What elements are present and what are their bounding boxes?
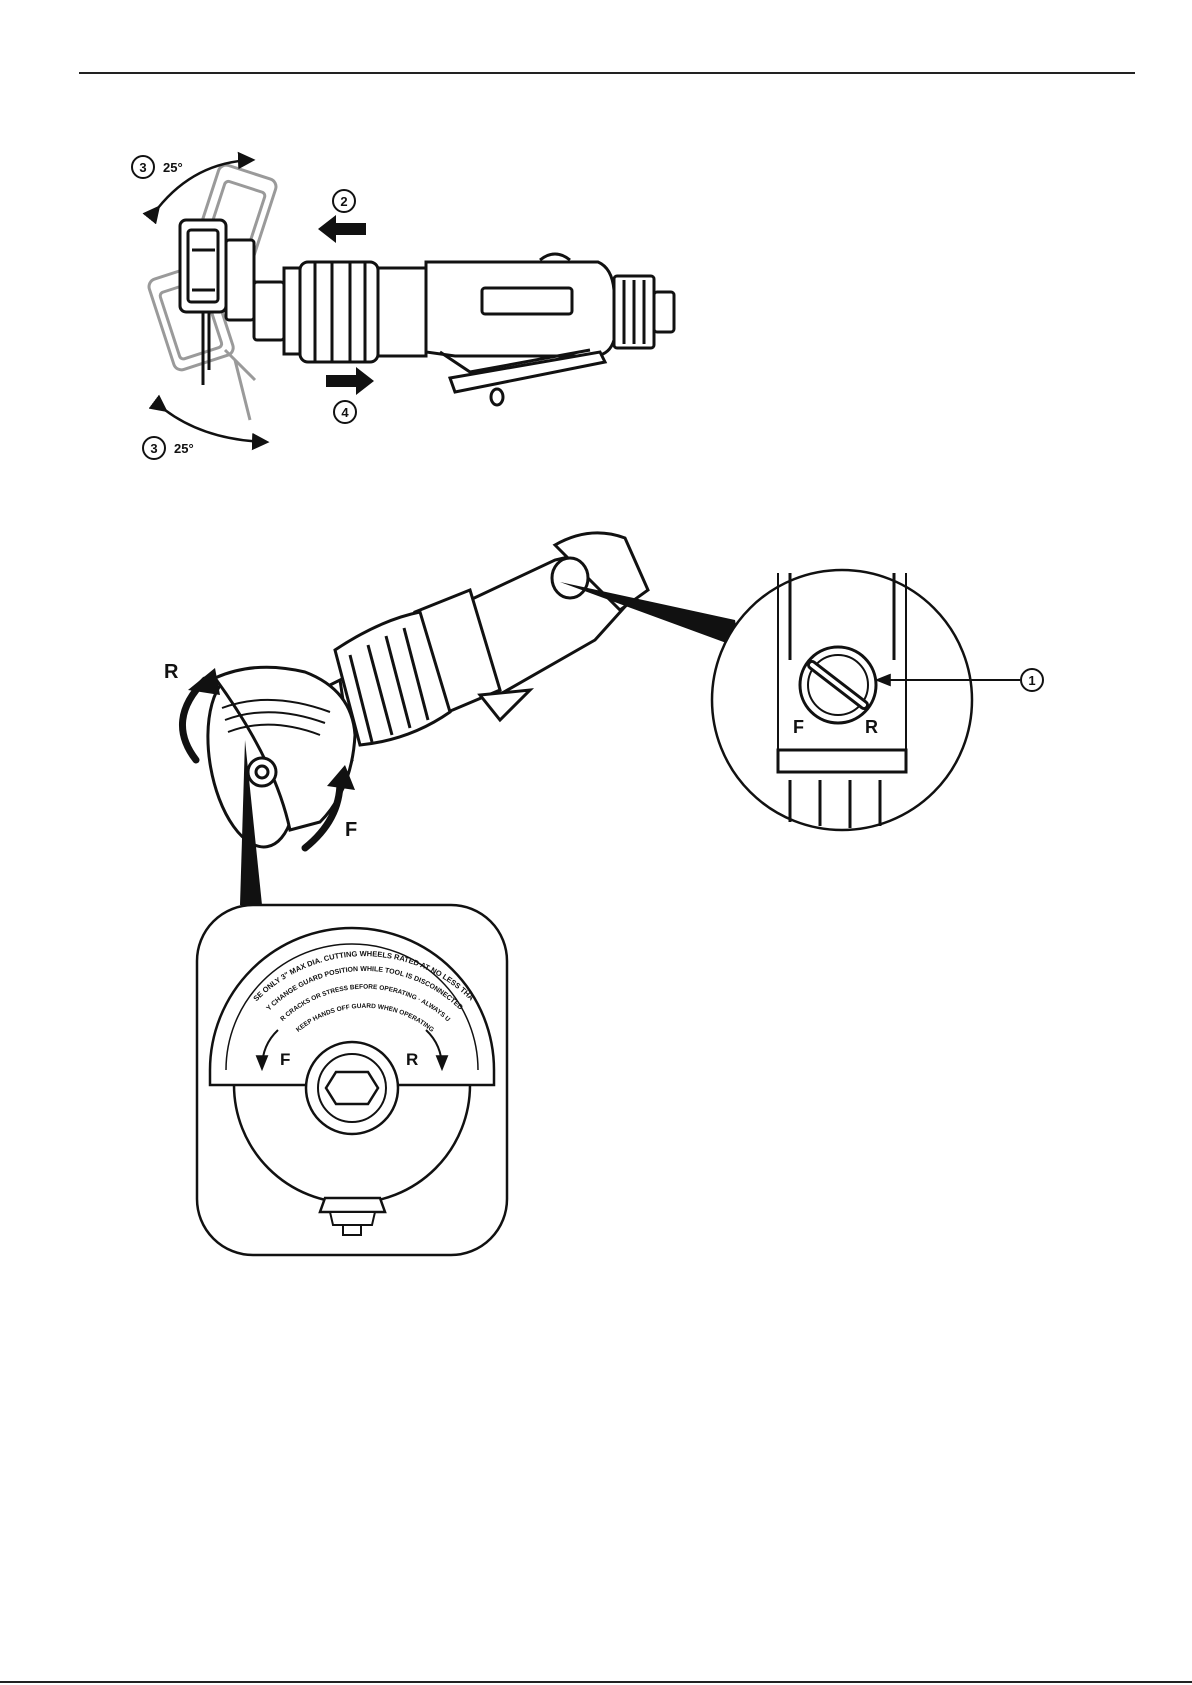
rotate-arrow-bottom (148, 394, 270, 451)
forward-rotation-arc (301, 778, 344, 852)
switch-label-r: R (865, 717, 878, 737)
figure-guard-adjustment: 3 25° 2 4 3 25° (131, 151, 676, 460)
callout-marker-1 (1020, 668, 1044, 692)
svg-text:4: 4 (341, 405, 349, 420)
guard-warning-line1: WARNING : USE ONLY 3" MAX DIA. CUTTING W… (0, 0, 476, 1003)
footer-rule (0, 1681, 1192, 1683)
guard-half-shroud (208, 926, 496, 1087)
pull-arrow (326, 367, 374, 395)
switch-detail: F R 1 (710, 568, 1044, 832)
guard-label-r: R (406, 1050, 418, 1069)
rotation-label-r: R (164, 661, 179, 683)
zoom-beam-switch (560, 582, 740, 648)
rotate-arrow-top (142, 151, 256, 225)
arbor-nut (324, 1070, 380, 1106)
step-marker-3-top: 3 25° (131, 155, 183, 179)
svg-text:3: 3 (139, 160, 146, 175)
forward-rotation-arrowhead (327, 765, 355, 790)
switch-label-f: F (793, 717, 804, 737)
cutting-guard (178, 218, 256, 385)
step-marker-3-bottom: 3 25° (142, 436, 194, 460)
reverse-rotation-arrowhead (188, 668, 220, 695)
svg-text:3: 3 (150, 441, 157, 456)
step-marker-4: 4 (333, 400, 357, 424)
step-marker-2: 2 (332, 189, 356, 213)
guard-warning-line3: INSPECT WHEELS FOR CRACKS OR STRESS BEFO… (0, 0, 451, 1023)
svg-text:2: 2 (340, 194, 347, 209)
figure-rotation-direction: R F (164, 531, 1044, 905)
tool-body-perspective (318, 531, 650, 771)
zoom-beam-guard (240, 740, 262, 905)
rotation-label-f: F (345, 819, 357, 841)
angle-label-top: 25° (163, 160, 183, 175)
guard-reverse-arrow (425, 1029, 449, 1072)
guard-perspective (206, 665, 357, 849)
guard-warning-line2: USER SHOULD ONLY CHANGE GUARD POSITION W… (0, 0, 464, 1012)
guard-label-f: F (280, 1050, 290, 1069)
header-rule (79, 72, 1135, 74)
svg-text:1: 1 (1028, 673, 1035, 688)
angle-label-bottom: 25° (174, 441, 194, 456)
direction-switch-knob (798, 645, 878, 725)
guard-forward-arrow (255, 1029, 279, 1072)
tool-body-side (252, 252, 676, 407)
push-arrow (318, 215, 366, 243)
